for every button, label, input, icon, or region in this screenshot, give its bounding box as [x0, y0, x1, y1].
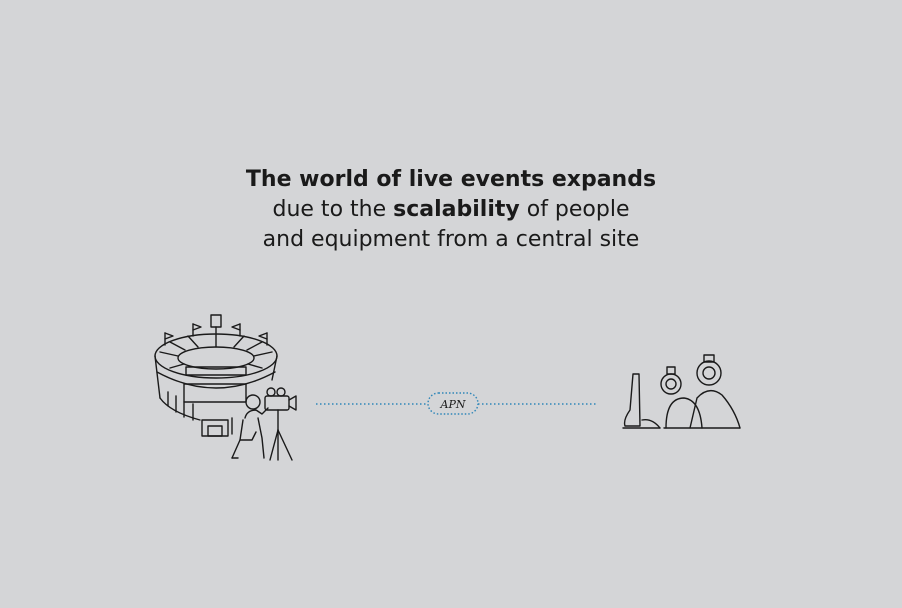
headline-line-2-before: due to the: [272, 197, 394, 222]
headline-bold-text: The world of live events expands: [245, 167, 657, 192]
apn-link: APN: [316, 392, 598, 415]
headline-line-3: and equipment from a central site: [262, 227, 640, 252]
headline-line-2: due to the scalability of people: [0, 195, 902, 225]
headline-line-1: The world of live events expands: [0, 165, 902, 195]
headline-line-2-bold: scalability: [393, 197, 520, 222]
stadium-with-camera-operator-icon: [154, 314, 297, 461]
headline-line-2-after: of people: [519, 197, 630, 222]
apn-badge: [427, 392, 479, 415]
remote-production-operators-icon: [622, 354, 741, 429]
headline: The world of live events expands due to …: [0, 165, 902, 255]
apn-label: APN: [440, 398, 466, 411]
